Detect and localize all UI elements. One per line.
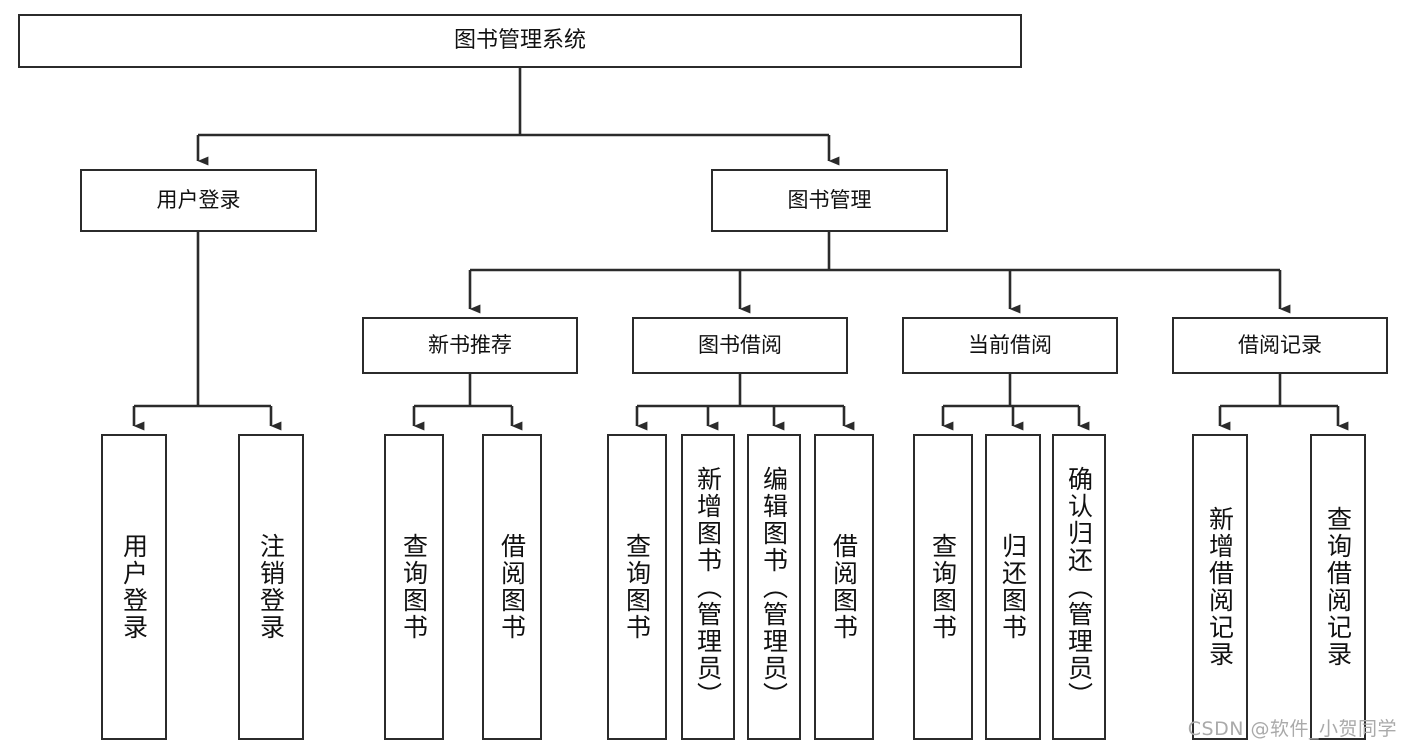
leaf-confirm-return-admin[interactable]: 确认归还（管理员） bbox=[1052, 434, 1106, 740]
edges-new-book-rec-to-leaves bbox=[412, 374, 523, 431]
leaf-edit-book-admin[interactable]: 编辑图书（管理员） bbox=[747, 434, 801, 740]
node-label: 注销登录 bbox=[256, 533, 286, 641]
node-label: 图书管理系统 bbox=[453, 28, 586, 54]
node-label: 归还图书 bbox=[998, 533, 1028, 641]
node-label: 用户登录 bbox=[156, 188, 241, 213]
edges-root-to-level2 bbox=[196, 68, 840, 166]
node-label: 新增借阅记录 bbox=[1205, 506, 1235, 668]
node-label: 借阅图书 bbox=[497, 533, 527, 641]
node-label: 用户登录 bbox=[119, 533, 149, 641]
node-label: 新增图书（管理员） bbox=[693, 465, 723, 709]
edges-book-mgmt-to-level3 bbox=[468, 232, 1291, 314]
edges-borrow-record-to-leaves bbox=[1218, 374, 1349, 431]
node-label: 图书借阅 bbox=[698, 333, 782, 358]
node-label: 当前借阅 bbox=[968, 333, 1052, 358]
edges-user-login-to-leaves bbox=[132, 232, 282, 431]
node-label: 编辑图书（管理员） bbox=[759, 465, 789, 709]
leaf-return-book[interactable]: 归还图书 bbox=[985, 434, 1041, 740]
node-current-borrowing[interactable]: 当前借阅 bbox=[902, 317, 1118, 374]
node-label: 查询图书 bbox=[622, 533, 652, 641]
node-book-management[interactable]: 图书管理 bbox=[711, 169, 948, 232]
leaf-query-book-current[interactable]: 查询图书 bbox=[913, 434, 973, 740]
leaf-logout[interactable]: 注销登录 bbox=[238, 434, 304, 740]
node-book-management-system[interactable]: 图书管理系统 bbox=[18, 14, 1022, 68]
node-label: 查询图书 bbox=[399, 533, 429, 641]
leaf-add-borrowing-record[interactable]: 新增借阅记录 bbox=[1192, 434, 1248, 740]
leaf-query-borrowing-record[interactable]: 查询借阅记录 bbox=[1310, 434, 1366, 740]
leaf-add-book-admin[interactable]: 新增图书（管理员） bbox=[681, 434, 735, 740]
leaf-query-book-recommendation[interactable]: 查询图书 bbox=[384, 434, 444, 740]
watermark-text: CSDN @软件_小贺同学 bbox=[1187, 718, 1397, 740]
edges-book-borrow-to-leaves bbox=[635, 374, 855, 431]
node-user-login[interactable]: 用户登录 bbox=[80, 169, 317, 232]
node-book-borrowing[interactable]: 图书借阅 bbox=[632, 317, 848, 374]
edges-current-borrow-to-leaves bbox=[941, 374, 1090, 431]
node-label: 新书推荐 bbox=[428, 333, 512, 358]
leaf-borrow-book-recommendation[interactable]: 借阅图书 bbox=[482, 434, 542, 740]
node-label: 图书管理 bbox=[787, 188, 872, 213]
node-label: 查询图书 bbox=[928, 533, 958, 641]
leaf-user-login[interactable]: 用户登录 bbox=[101, 434, 167, 740]
node-label: 借阅图书 bbox=[829, 533, 859, 641]
node-label: 查询借阅记录 bbox=[1323, 506, 1353, 668]
node-borrowing-record[interactable]: 借阅记录 bbox=[1172, 317, 1388, 374]
leaf-query-book-borrowing[interactable]: 查询图书 bbox=[607, 434, 667, 740]
node-label: 借阅记录 bbox=[1238, 333, 1322, 358]
node-label: 确认归还（管理员） bbox=[1064, 465, 1094, 709]
node-new-book-recommendation[interactable]: 新书推荐 bbox=[362, 317, 578, 374]
leaf-borrow-book-borrowing[interactable]: 借阅图书 bbox=[814, 434, 874, 740]
